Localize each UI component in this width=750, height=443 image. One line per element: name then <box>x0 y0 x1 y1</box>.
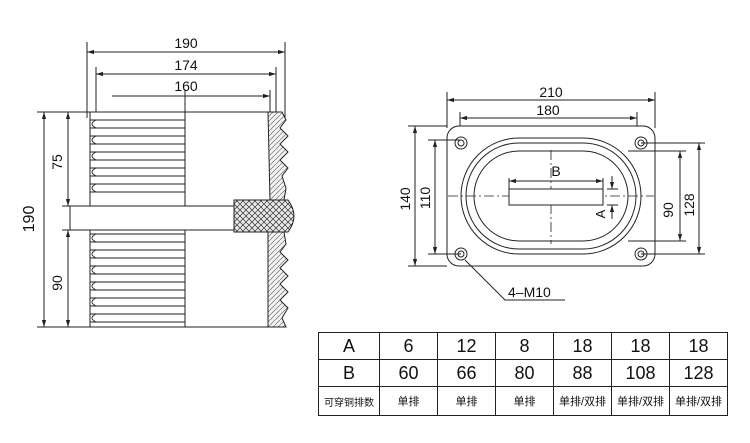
clamp-section <box>233 199 295 233</box>
table-cell: 单排/双排 <box>669 386 728 416</box>
dim-210-label: 210 <box>539 84 563 100</box>
table-row-busbar-count: 可穿铜排数 单排 单排 单排 单排/双排 单排/双排 单排/双排 <box>318 386 728 416</box>
dim-128-label: 128 <box>681 193 697 217</box>
side-view <box>37 42 295 328</box>
table-cell: 12 <box>437 332 496 360</box>
insulator-fins <box>90 119 185 323</box>
table-cell: 18 <box>611 332 670 360</box>
spec-table: A 6 12 8 18 18 18 B 60 66 80 88 108 128 … <box>318 332 728 416</box>
dim-b-label: B <box>551 163 560 179</box>
table-cell: 单排/双排 <box>553 386 612 416</box>
row-header-busbar-count: 可穿铜排数 <box>318 386 380 416</box>
table-cell: 108 <box>611 359 670 387</box>
bolt-holes <box>454 136 648 261</box>
table-cell: 128 <box>669 359 728 387</box>
dim-height-190-label: 190 <box>21 206 38 233</box>
dim-90-label: 90 <box>49 275 65 291</box>
dim-160-label: 160 <box>174 78 198 94</box>
table-cell: 单排/双排 <box>611 386 670 416</box>
dim-110-label: 110 <box>417 187 433 210</box>
busbar <box>69 205 239 231</box>
table-cell: 88 <box>553 359 612 387</box>
table-cell: 66 <box>437 359 496 387</box>
dim-190-top-label: 190 <box>174 35 198 51</box>
table-cell: 单排 <box>379 386 438 416</box>
table-row-b: B 60 66 80 88 108 128 <box>318 359 728 387</box>
dim-174-label: 174 <box>174 57 198 73</box>
dim-a-label: A <box>593 209 608 218</box>
bolt-callout: 4–M10 <box>508 284 551 300</box>
table-cell: 80 <box>495 359 554 387</box>
busbar-slot <box>508 188 604 206</box>
table-cell: 60 <box>379 359 438 387</box>
bolt-leader <box>464 259 565 301</box>
table-cell: 6 <box>379 332 438 360</box>
table-cell: 单排 <box>495 386 554 416</box>
row-header-a: A <box>318 332 380 360</box>
dim-75-label: 75 <box>49 154 65 170</box>
dim-90-plan-label: 90 <box>660 202 676 218</box>
dim-140-label: 140 <box>397 187 413 211</box>
table-cell: 单排 <box>437 386 496 416</box>
table-cell: 18 <box>669 332 728 360</box>
table-cell: 18 <box>553 332 612 360</box>
flange-section <box>267 111 289 201</box>
row-header-b: B <box>318 359 380 387</box>
dim-180-label: 180 <box>536 102 560 118</box>
plan-view <box>408 92 705 301</box>
table-cell: 8 <box>495 332 554 360</box>
table-row-a: A 6 12 8 18 18 18 <box>318 332 728 360</box>
